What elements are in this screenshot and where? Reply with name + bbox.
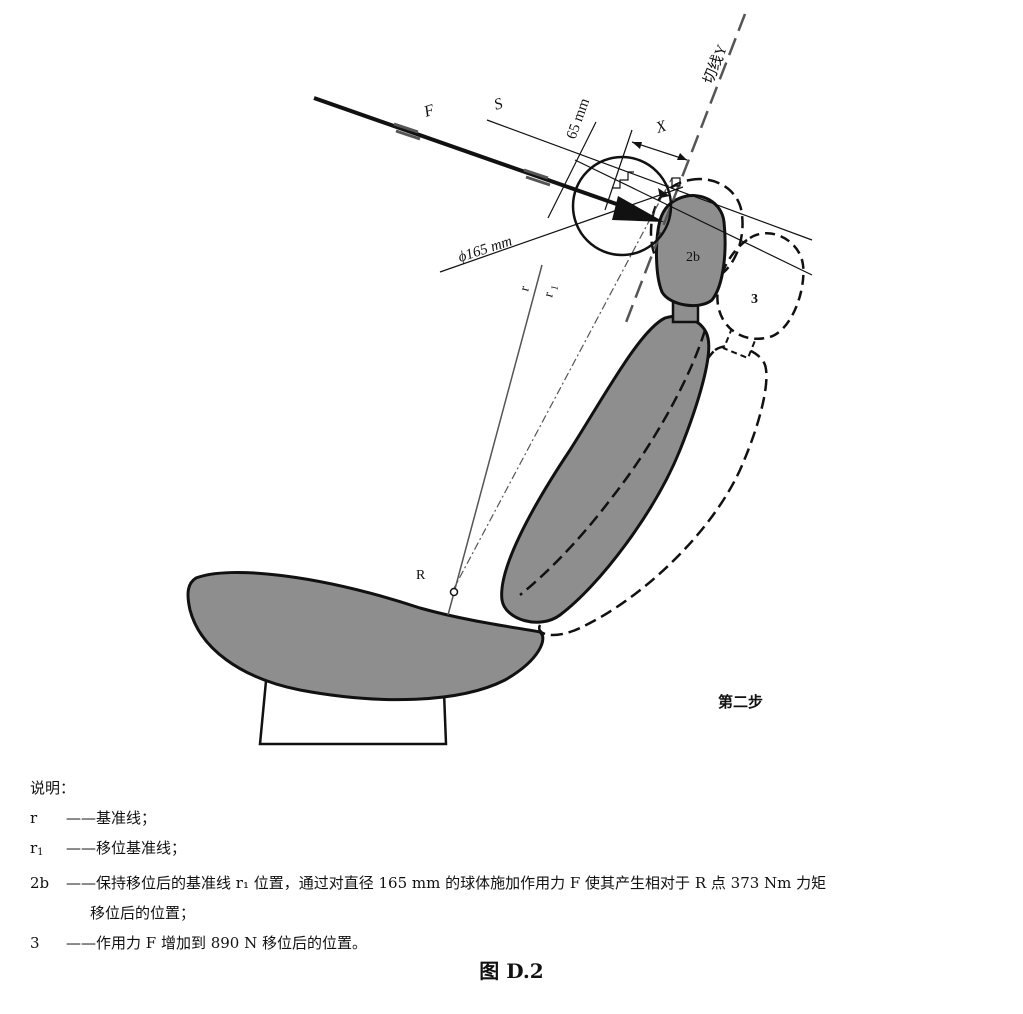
legend-text: 作用力 F 增加到 890 N 移位后的位置。 bbox=[96, 934, 368, 952]
dim-65-vertical bbox=[547, 121, 597, 219]
phi-dimension-line bbox=[439, 186, 684, 273]
legend-text: 移位基准线； bbox=[96, 839, 187, 857]
legend-text-cont: 移位后的位置； bbox=[90, 904, 196, 922]
legend-item-2b-cont: 移位后的位置； bbox=[30, 898, 1015, 928]
legend-dash: —— bbox=[66, 874, 96, 892]
label-65mm: 65 mm bbox=[564, 96, 594, 141]
label-X: X bbox=[653, 117, 670, 137]
legend-item-r1: r1 ——移位基准线； bbox=[30, 833, 1015, 868]
label-step: 第二步 bbox=[718, 693, 763, 711]
seat-base bbox=[258, 659, 448, 746]
tangent-mark bbox=[671, 177, 681, 187]
sphere-165mm bbox=[571, 155, 673, 257]
reference-line-r bbox=[447, 264, 543, 616]
legend-text: 保持移位后的基准线 r₁ 位置，通过对直径 165 mm 的球体施加作用力 F … bbox=[96, 874, 827, 892]
label-r: r bbox=[517, 284, 533, 293]
legend-text: 基准线； bbox=[96, 809, 157, 827]
legend-title: 说明： bbox=[30, 779, 76, 797]
guide-line-upper bbox=[486, 119, 813, 241]
label-r1: r bbox=[541, 290, 557, 299]
torso-back bbox=[500, 314, 711, 624]
break-mark-2a bbox=[523, 168, 549, 180]
torso-dashed-line bbox=[519, 329, 707, 596]
legend-term: 2b bbox=[30, 874, 50, 892]
guide-line-lower bbox=[574, 159, 813, 276]
reference-line-r1 bbox=[451, 177, 673, 593]
point-R bbox=[449, 587, 459, 597]
label-r1-sub: 1 bbox=[549, 284, 561, 292]
legend-term: r1 bbox=[30, 839, 44, 858]
dim-x-arrowhead-right bbox=[677, 153, 687, 160]
seat-cushion bbox=[186, 571, 545, 702]
force-arrow-shaft bbox=[313, 96, 626, 209]
legend: 说明： r ——基准线； r1 ——移位基准线； 2b——保持移位后的基准线 r… bbox=[30, 773, 1015, 958]
break-mark-1b bbox=[395, 129, 421, 141]
legend-item-3: 3 ——作用力 F 增加到 890 N 移位后的位置。 bbox=[30, 928, 1015, 958]
label-F: F bbox=[421, 102, 437, 122]
label-3: 3 bbox=[751, 292, 758, 307]
dim-x-arrowhead-left bbox=[632, 142, 642, 149]
label-phi165: ϕ165 mm bbox=[456, 233, 514, 265]
sphere-arrowhead bbox=[658, 188, 670, 198]
dim-x-left bbox=[604, 129, 633, 211]
tangent-line-y bbox=[623, 13, 747, 326]
legend-term: r bbox=[30, 809, 38, 827]
head-ghost-3 bbox=[716, 232, 805, 340]
legend-term: 3 bbox=[30, 934, 40, 952]
legend-dash: —— bbox=[66, 839, 96, 857]
legend-dash: —— bbox=[66, 934, 96, 952]
label-R: R bbox=[416, 568, 426, 583]
figure-caption: 图 D.2 bbox=[479, 959, 544, 983]
step-marks bbox=[612, 171, 634, 189]
label-S: S bbox=[492, 95, 505, 114]
label-2b: 2b bbox=[686, 250, 700, 265]
break-mark-2b bbox=[525, 175, 551, 187]
legend-dash: —— bbox=[66, 809, 96, 827]
dim-x-arrow bbox=[631, 141, 688, 161]
seat-headrest-diagram: F S 65 mm X 切线Y ϕ165 mm r r 1 2b 3 R 第二步 bbox=[186, 13, 813, 746]
force-arrow-head bbox=[612, 196, 664, 222]
legend-item-r: r ——基准线； bbox=[30, 803, 1015, 833]
legend-item-2b: 2b ——保持移位后的基准线 r₁ 位置，通过对直径 165 mm 的球体施加作用… bbox=[30, 868, 1015, 898]
break-mark-1a bbox=[393, 122, 419, 134]
